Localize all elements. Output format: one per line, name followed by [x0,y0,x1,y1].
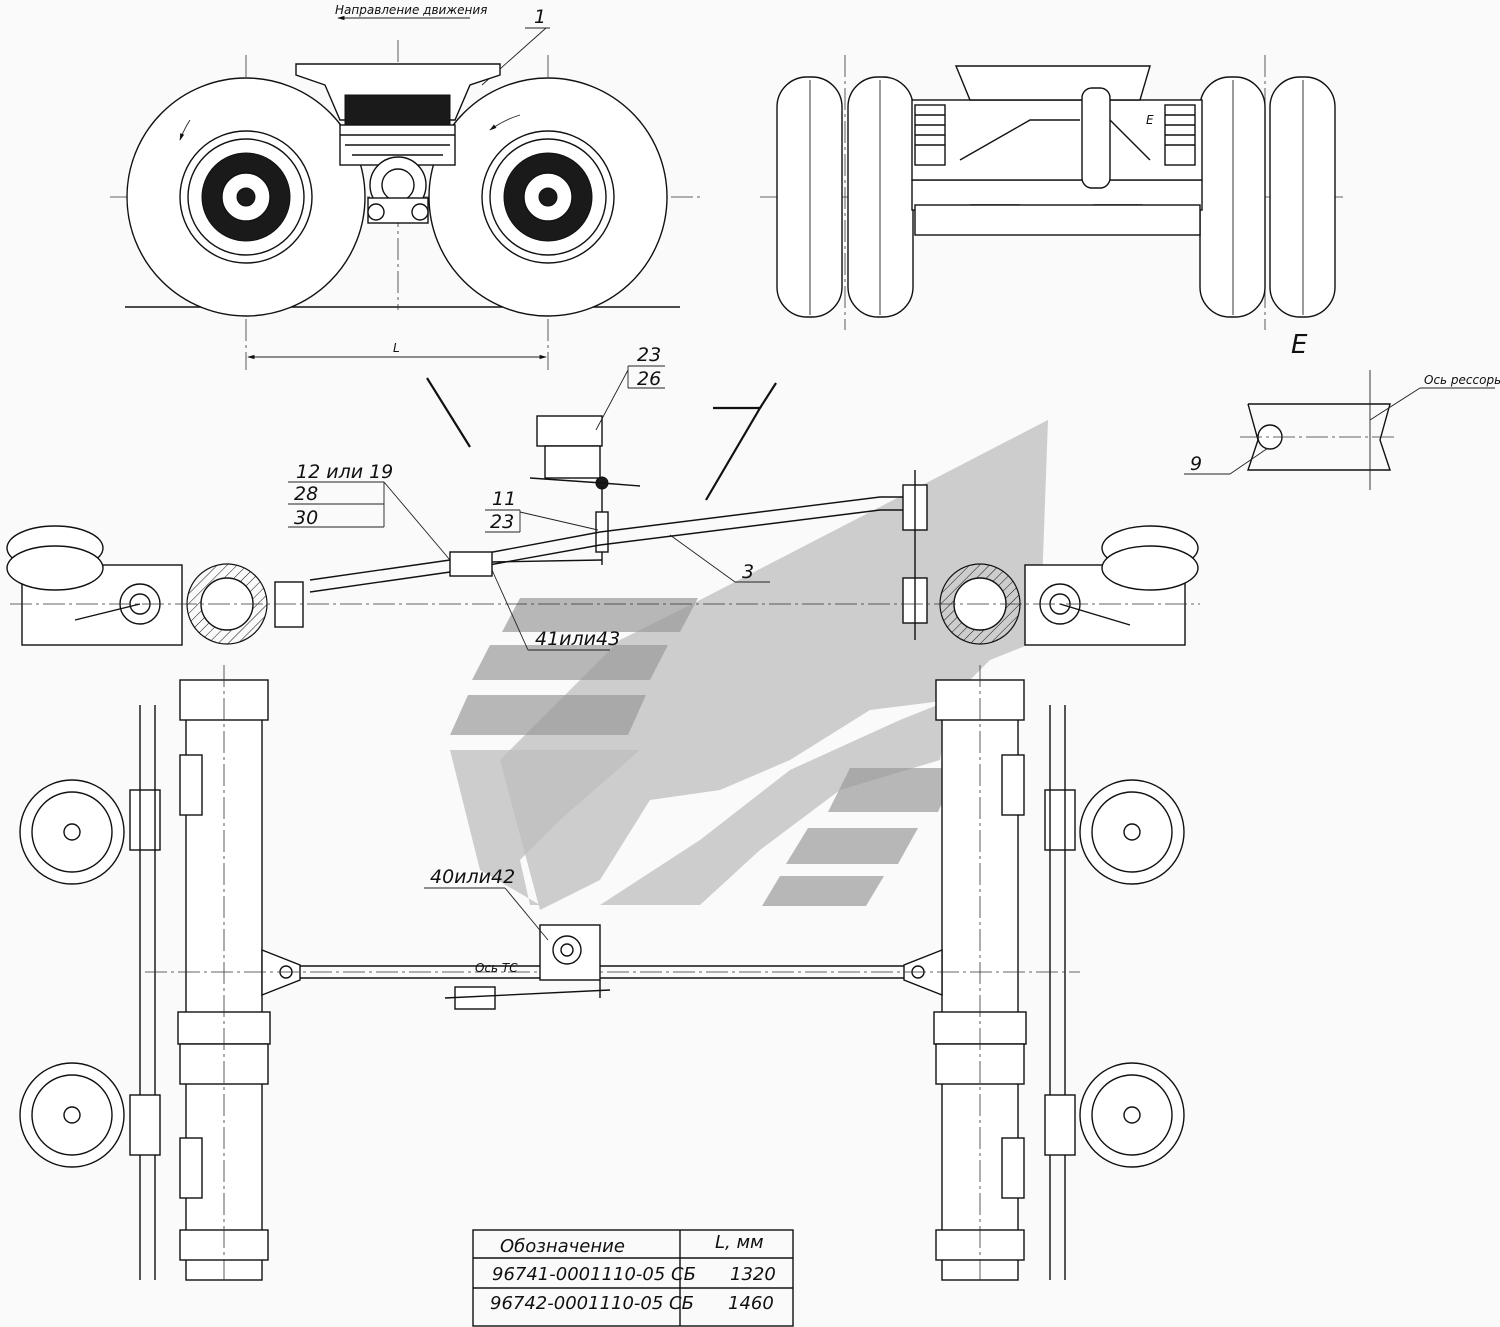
callout-e: E [1291,330,1308,360]
spec-table: Обозначение L, мм 96741-0001110-05 СБ 13… [472,1229,794,1327]
table-cell: 1460 [728,1293,774,1314]
callout-30: 30 [294,507,318,529]
vehicle-axis-label: Ось ТС [475,961,518,975]
table-cell: 96741-0001110-05 СБ [492,1264,696,1285]
callout-e-small: E [1146,113,1154,127]
right-brake-chamber [1024,525,1199,646]
table-cell: 96742-0001110-05 СБ [490,1293,694,1314]
rear-tyre-left-outer [776,76,843,318]
side-left-wheel [126,77,366,317]
spring-axis-detail: Ось рессоры 9 [1184,370,1500,490]
plan-chamber-top-right [1044,705,1185,1280]
turnbuckle [449,551,493,577]
brake-linkage-elevation: 23 26 12 или 19 28 30 11 23 3 41или43 [6,344,1200,651]
plan-chamber-bottom-left [19,1062,161,1168]
dimension-l-label: L [393,341,400,355]
side-right-wheel [428,77,668,317]
table-header-length: L, мм [715,1232,764,1253]
rear-tyre-left-inner [847,76,914,318]
callout-40-42: 40или42 [430,866,515,888]
rear-tyre-right-inner [1199,76,1266,318]
linkage-rod [309,496,905,581]
rear-tyre-right-outer [1269,76,1336,318]
watermark-logo [450,420,1048,910]
callout-41-43: 41или43 [535,628,620,650]
table-cell: 1320 [730,1264,776,1285]
callout-9: 9 [1190,453,1202,475]
callout-11: 11 [492,488,516,510]
table-header-designation: Обозначение [500,1236,625,1257]
rear-view-bogie: E E [760,55,1345,360]
callout-23-top: 23 [637,344,661,366]
callout-28: 28 [294,483,318,505]
direction-label: Направление движения [335,3,487,17]
spring-axis-label: Ось рессоры [1424,373,1500,387]
callout-3: 3 [742,561,754,583]
plan-view: 40или42 Ось ТС [19,665,1185,1281]
plan-chamber-top-left [19,705,161,1280]
callout-23-mid: 23 [490,511,514,533]
leveling-valve [536,415,603,447]
callout-26: 26 [637,368,661,390]
side-view-bogie: Направление движения 1 [110,3,700,370]
left-brake-chamber [6,525,183,646]
callout-1: 1 [534,6,546,28]
callout-12-19: 12 или 19 [296,461,393,483]
plan-chamber-bottom-right [1044,1062,1185,1168]
side-spring-bracket [295,63,501,224]
